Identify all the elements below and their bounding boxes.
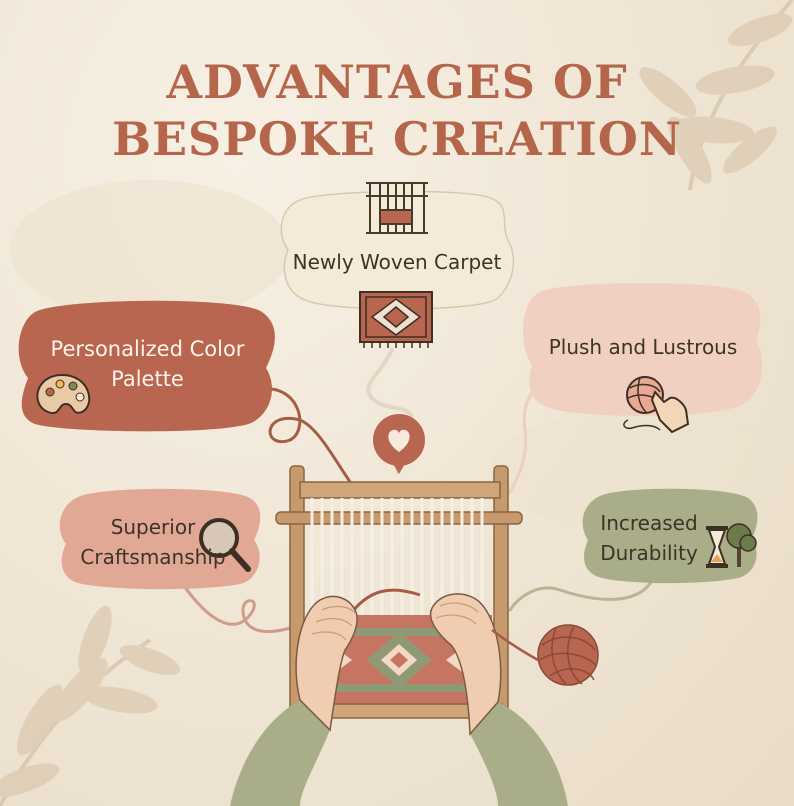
label-personalized-color-palette-line-2: Palette [111, 367, 184, 391]
label-superior-craftsmanship: Superior Craftsmanship [68, 512, 238, 572]
leaf-branch-bottom-left-icon [0, 605, 181, 806]
loom-icon [366, 182, 428, 234]
carpet-icon [359, 291, 433, 348]
page-title-line-2: BESPOKE CREATION [112, 112, 682, 166]
label-superior-craftsmanship-line-1: Superior [110, 515, 196, 539]
yarn-hand-icon [623, 376, 690, 434]
heart-bubble-icon [373, 414, 425, 474]
page-title-line-1: ADVANTAGES OF [166, 55, 628, 109]
connector-durability [508, 573, 657, 612]
label-increased-durability-line-2: Durability [600, 541, 698, 565]
leaf-branch-top-right-icon [639, 0, 794, 191]
cloud-superior-craftsmanship [59, 488, 261, 590]
label-personalized-color-palette: Personalized Color Palette [25, 334, 270, 394]
label-newly-woven-carpet: Newly Woven Carpet [292, 250, 502, 274]
hand-loom-icon [230, 465, 568, 806]
label-increased-durability: Increased Durability [586, 508, 712, 568]
yarn-ball-icon [491, 624, 599, 686]
label-increased-durability-line-1: Increased [600, 511, 698, 535]
label-personalized-color-palette-line-1: Personalized Color [50, 337, 245, 361]
label-superior-craftsmanship-line-2: Craftsmanship [80, 545, 226, 569]
magnifier-icon [199, 518, 251, 572]
connector-color-palette [253, 387, 358, 492]
label-plush-and-lustrous: Plush and Lustrous [548, 335, 738, 359]
cloud-newly-woven-carpet [280, 190, 515, 310]
palette-icon [36, 373, 91, 415]
cloud-plush-and-lustrous [522, 283, 763, 416]
connector-craft [178, 578, 312, 634]
hourglass-tree-icon [706, 523, 757, 568]
